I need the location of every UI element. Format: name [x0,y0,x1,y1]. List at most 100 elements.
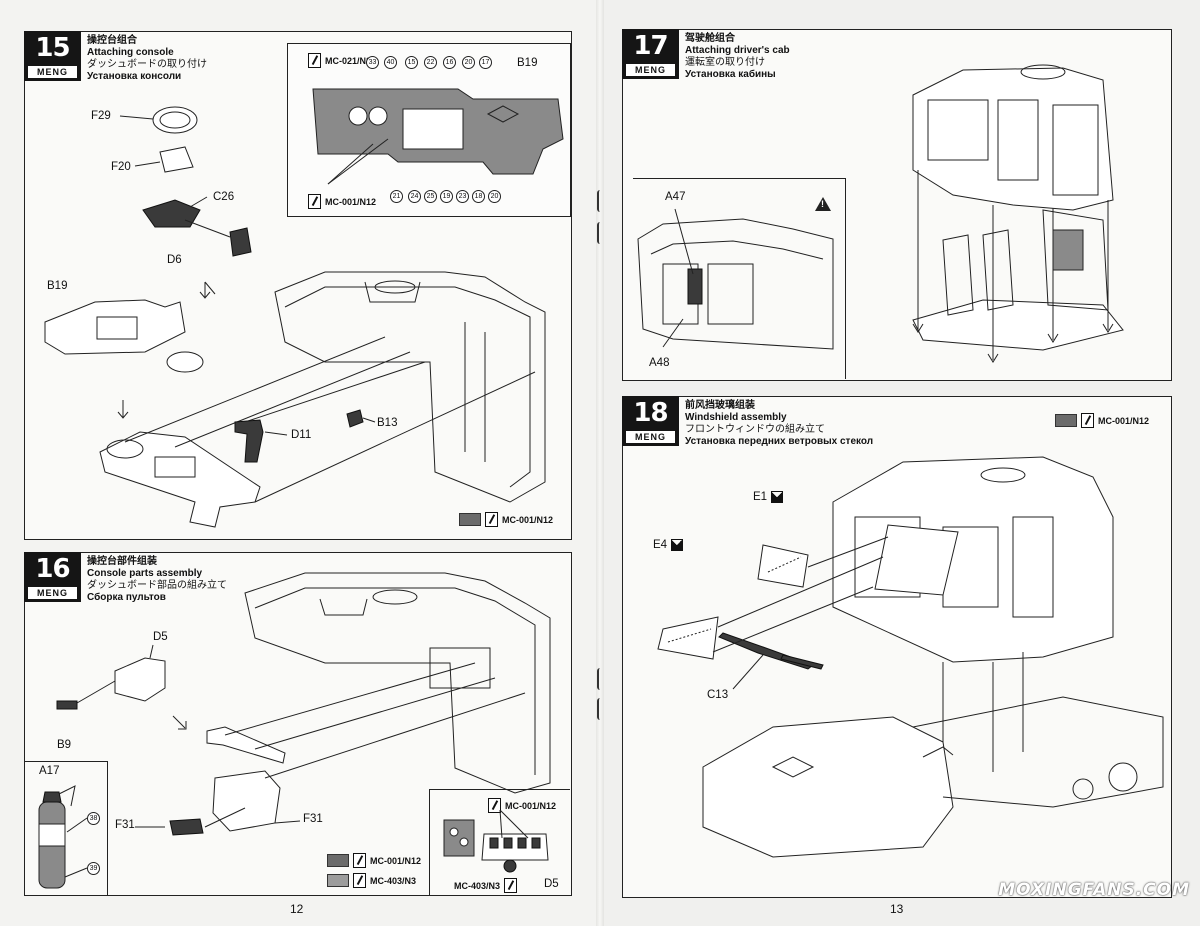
title-en: Attaching driver's cab [685,45,790,56]
color-number: 17 [479,56,492,69]
paint-callout: MC-001/N12 [308,194,376,209]
part-label-e1: E1 [753,491,784,503]
title-en: Attaching console [87,47,174,58]
paint-callout: MC-001/N12 [327,853,421,868]
part-label: B13 [377,417,398,429]
watermark: MOXINGFANS.COM [998,880,1190,900]
gutter [596,0,604,926]
part-label-e4: E4 [653,539,684,551]
brush-icon [485,512,498,527]
brand-label: MENG [626,64,675,76]
binding-mark [597,190,603,212]
extinguisher-inset: A17 38 39 [25,761,108,896]
color-number: 39 [87,862,100,875]
color-number: 40 [384,56,397,69]
part-label: D5 [153,631,168,643]
paint-swatch-icon [1055,414,1077,427]
d5-drawing [443,809,549,873]
part-label: B19 [47,280,68,292]
binding-mark [597,698,603,720]
part-label: A17 [39,765,60,777]
color-number: 16 [443,56,456,69]
cab-detail-inset: A47 A48 [633,178,846,379]
paint-callout: MC-001/N12 [488,798,556,813]
step-15-panel: 15 MENG 操控台组合 Attaching console ダッシュボードの… [24,31,572,540]
step-number: 18 [633,398,668,428]
brush-icon [308,194,321,209]
dashboard-detail-inset: MC-021/N22 B19 MC-001/N12 33 40 15 22 16… [287,43,571,217]
title-jp: フロントウィンドウの組み立て [685,424,825,435]
brand-label: MENG [626,431,675,443]
part-label: C13 [707,689,729,701]
step-title: 操控台组合 Attaching console ダッシュボードの取り付け Уст… [87,35,207,83]
paint-swatch-icon [327,854,349,867]
title-zh: 操控台组合 [87,35,137,46]
step-17-panel: 17 MENG 驾驶舱组合 Attaching driver's cab 運転室… [622,29,1172,381]
color-number: 23 [456,190,469,203]
title-en: Console parts assembly [87,568,203,579]
title-ru: Установка передних ветровых стекол [685,436,874,447]
color-number: 18 [472,190,485,203]
color-number: 15 [405,56,418,69]
title-en: Windshield assembly [685,412,787,423]
color-number: 25 [424,190,437,203]
d5-detail-inset: MC-001/N12 MC-403/N3 D5 [429,789,570,896]
title-ru: Сборка пультов [87,592,166,603]
color-number: 21 [390,190,403,203]
paint-callout: MC-403/N3 [454,878,518,893]
color-number: 19 [440,190,453,203]
part-label: A48 [649,357,670,369]
part-label: B19 [517,57,538,69]
part-label: B9 [57,739,72,751]
paint-callout: MC-001/N12 [1055,413,1149,428]
step-number: 16 [35,554,70,584]
meng-logo: 18 MENG [622,396,679,446]
meng-logo: 16 MENG [24,552,81,602]
color-number: 20 [488,190,501,203]
step-16-drawing [56,572,551,836]
meng-logo: 15 MENG [24,31,81,81]
paint-callout: MC-403/N3 [327,873,416,888]
brand-label: MENG [28,587,77,599]
step-17-drawing [912,64,1124,363]
brush-icon [353,853,366,868]
title-jp: ダッシュボードの取り付け [87,59,207,70]
paint-callout: MC-021/N22 [308,53,376,68]
page-number: 13 [890,902,904,916]
extinguisher-drawing [38,785,88,889]
title-ru: Установка консоли [87,71,182,82]
cab-detail-drawing [637,208,834,350]
color-number: 22 [424,56,437,69]
step-title: 操控台部件组装 Console parts assembly ダッシュボード部品… [87,556,227,604]
part-label: D5 [544,878,559,890]
brush-icon [308,53,321,68]
dashboard-drawing [312,88,564,185]
binding-mark [597,668,603,690]
step-number: 17 [633,31,668,61]
page-number: 12 [290,902,304,916]
step-18-drawing [657,456,1164,858]
warning-icon [815,197,831,211]
step-number: 15 [35,33,70,63]
brand-label: MENG [28,66,77,78]
step-title: 前风挡玻璃组装 Windshield assembly フロントウィンドウの組み… [685,400,873,448]
part-label: F29 [91,110,111,122]
meng-logo: 17 MENG [622,29,679,79]
title-jp: 運転室の取り付け [685,57,765,68]
part-label: F20 [111,161,131,173]
part-label: D6 [167,254,182,266]
brush-icon [1081,413,1094,428]
color-number: 33 [366,56,379,69]
clear-part-icon [671,539,684,551]
title-zh: 前风挡玻璃组装 [685,400,755,411]
step-18-panel: 18 MENG 前风挡玻璃组装 Windshield assembly フロント… [622,396,1172,898]
title-zh: 驾驶舱组合 [685,33,735,44]
title-zh: 操控台部件组装 [87,556,157,567]
brush-icon [353,873,366,888]
step-15-drawing [44,106,546,528]
clear-part-icon [771,491,784,503]
paint-callout: MC-001/N12 [459,512,553,527]
brush-icon [504,878,518,893]
color-number: 24 [408,190,421,203]
color-number: 38 [87,812,100,825]
